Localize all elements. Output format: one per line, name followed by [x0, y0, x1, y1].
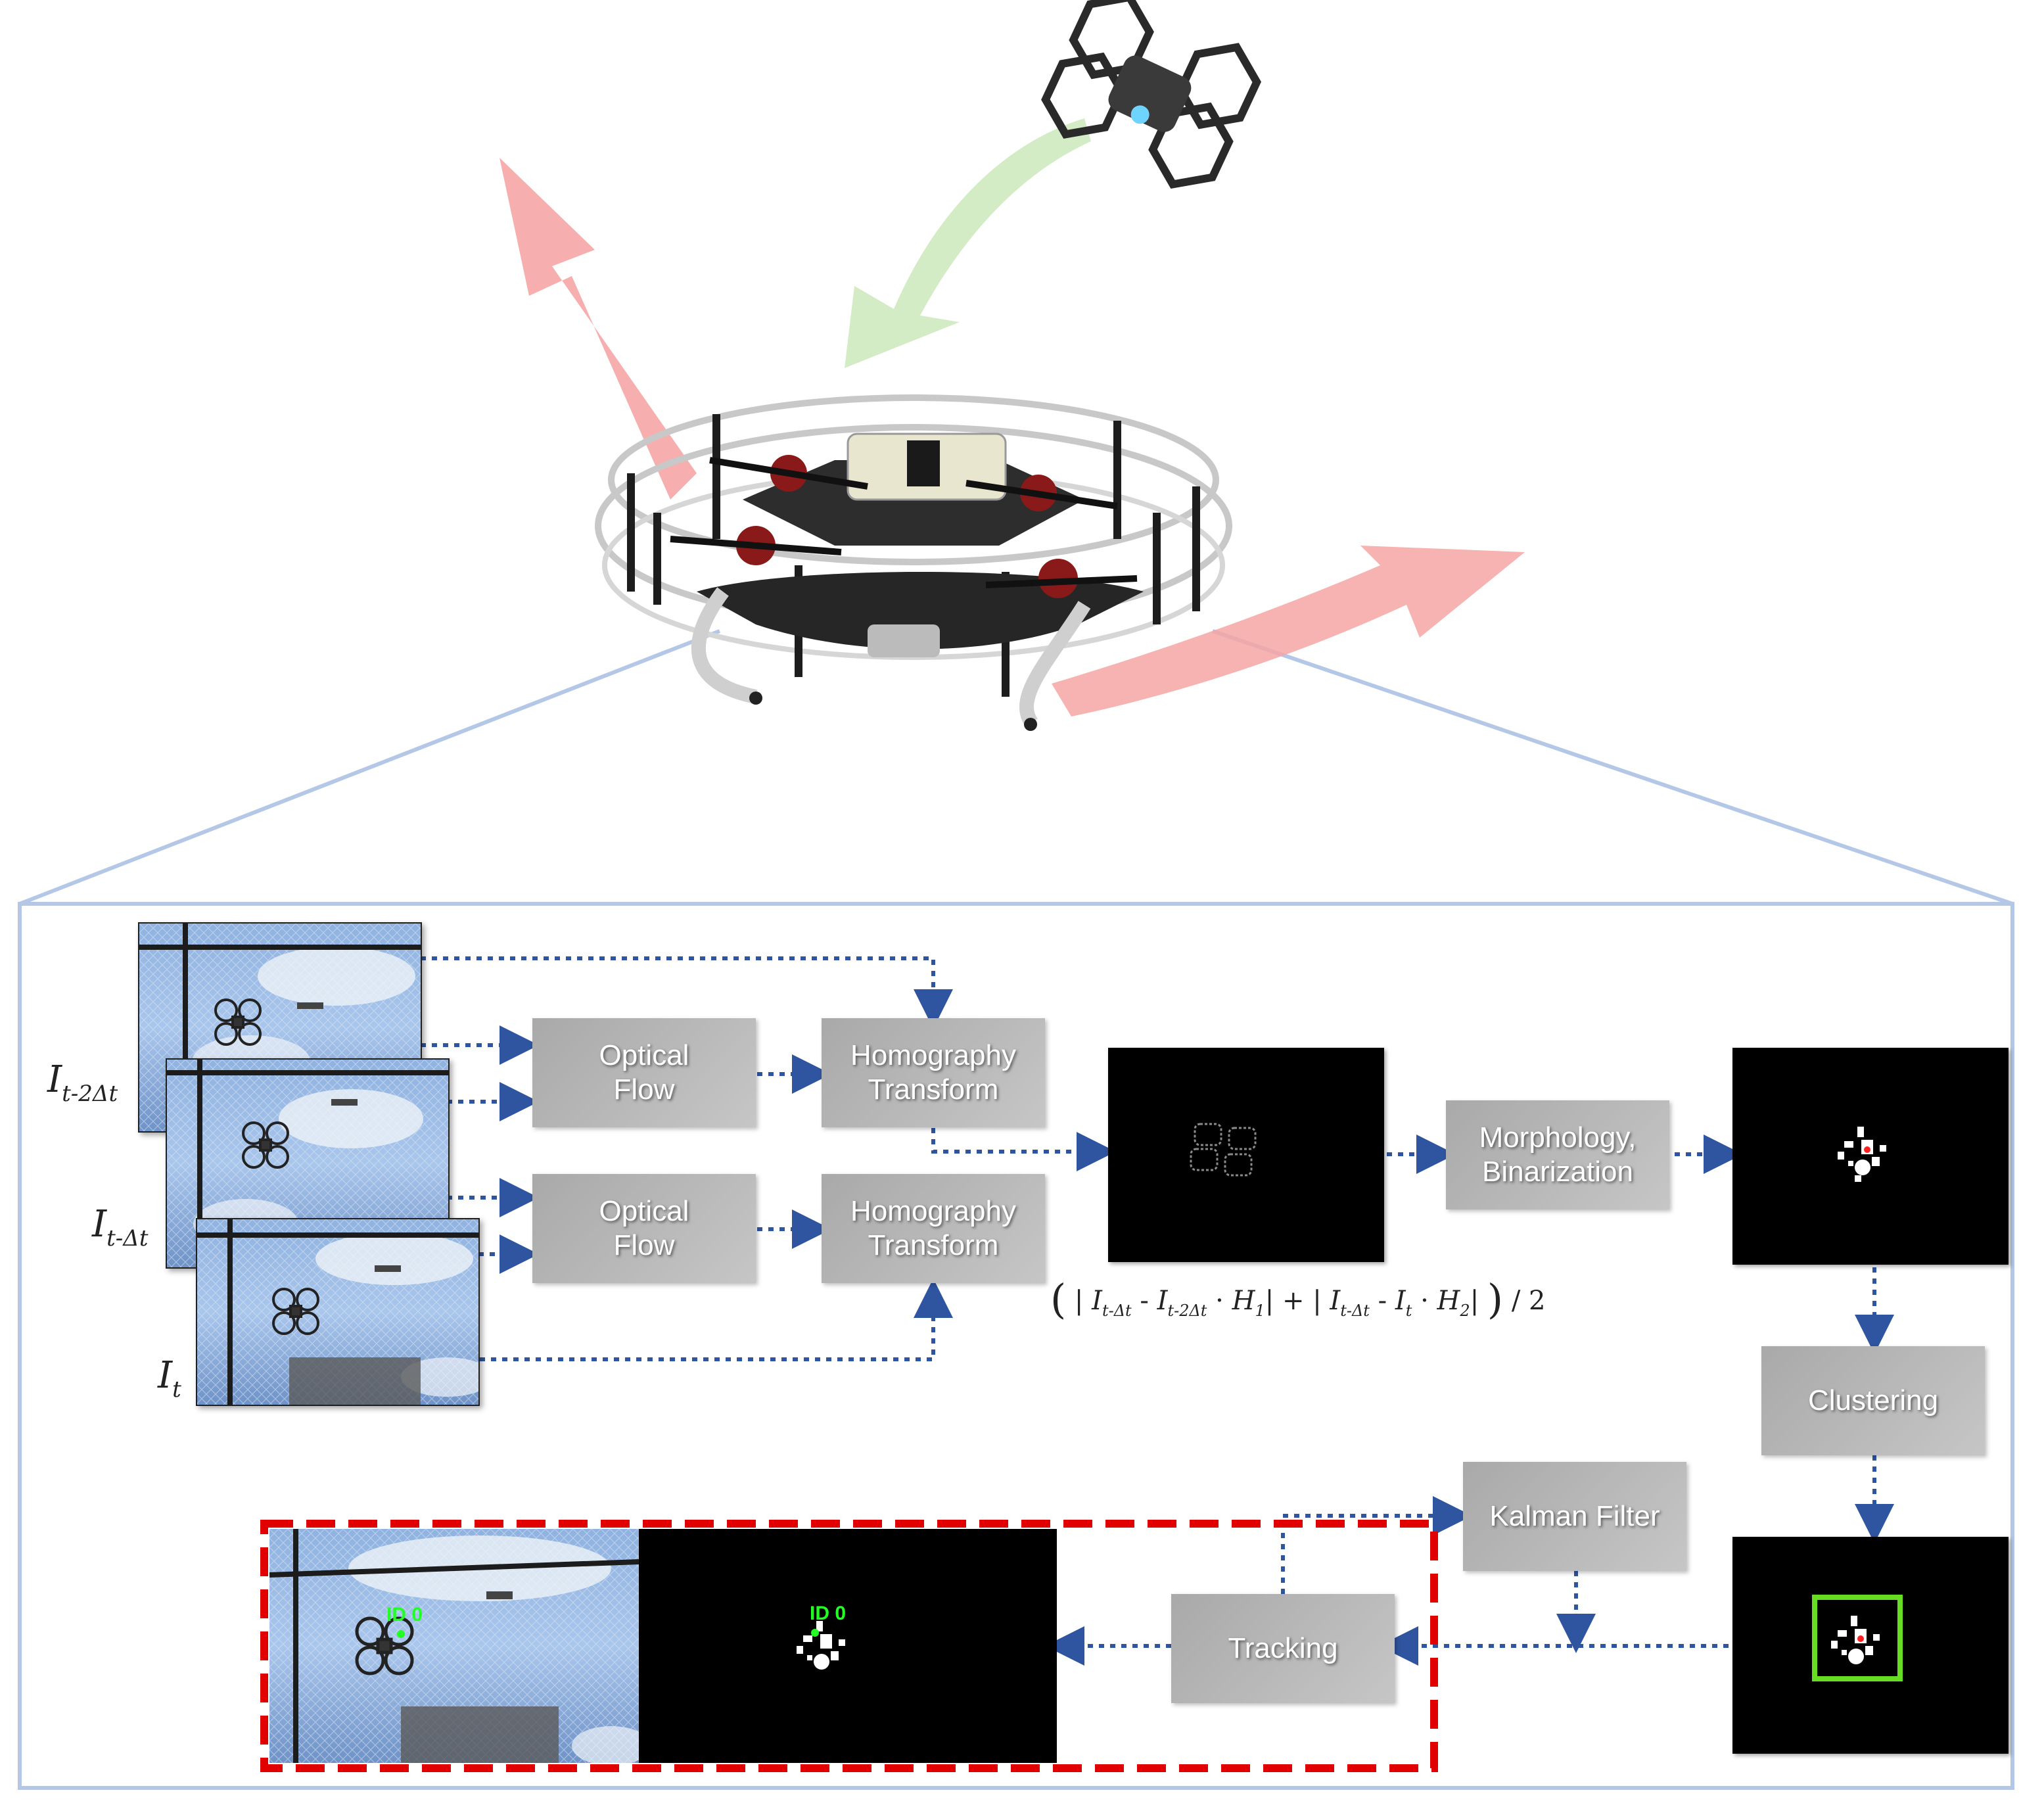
pipeline-arrows: [421, 956, 1894, 1666]
push-arrow-left: [499, 158, 697, 500]
kalman-filter-box: Kalman Filter: [1463, 1462, 1686, 1571]
difference-image: [1108, 1048, 1384, 1262]
homography-box-1: Homography Transform: [822, 1018, 1045, 1127]
homography-1-line2: Transform: [868, 1073, 999, 1106]
optical-flow-box-1: Optical Flow: [532, 1018, 756, 1127]
tracking-label: Tracking: [1228, 1632, 1338, 1664]
target-drone: [1041, 0, 1261, 189]
clustering-box: Clustering: [1761, 1346, 1985, 1455]
homography-box-2: Homography Transform: [822, 1174, 1045, 1283]
label-frame-t: It: [158, 1354, 181, 1403]
approach-arrow: [845, 118, 1091, 368]
difference-drone-outline: [1190, 1123, 1257, 1177]
homography-2-line1: Homography: [850, 1195, 1016, 1227]
tracking-box: Tracking: [1171, 1594, 1395, 1703]
cluster-bbox: [1812, 1595, 1903, 1681]
label-frame-t-dt: It-Δt: [92, 1203, 149, 1252]
output-id-tag-binary: ID 0: [810, 1603, 847, 1624]
output-id-tag-camera: ID 0: [386, 1604, 423, 1626]
main-drone: [595, 394, 1232, 731]
output-binary-image: [639, 1529, 1057, 1763]
output-frame: [260, 1520, 1438, 1772]
zoom-frame: [18, 902, 2014, 1790]
homography-1-line1: Homography: [850, 1039, 1016, 1071]
optical-flow-2-line1: Optical: [599, 1195, 689, 1227]
morphology-line2: Binarization: [1482, 1156, 1633, 1188]
morphology-line1: Morphology,: [1479, 1121, 1637, 1154]
label-frame-t-2dt: It-2Δt: [47, 1058, 118, 1107]
difference-formula: ( | It-Δt - It-2Δt · H1| + | It-Δt - It …: [1050, 1275, 1546, 1323]
zoom-line-left: [18, 629, 721, 906]
kalman-filter-label: Kalman Filter: [1489, 1500, 1660, 1532]
push-arrow-right: [1052, 546, 1525, 716]
frame-t: [196, 1218, 480, 1406]
binary-image: [1732, 1048, 2009, 1265]
morphology-box: Morphology, Binarization: [1446, 1100, 1669, 1209]
cluster-image: [1732, 1537, 2009, 1754]
output-camera-image: [269, 1529, 639, 1763]
binary-blobs: [1838, 1127, 1886, 1182]
optical-flow-2-line2: Flow: [613, 1229, 675, 1261]
homography-2-line2: Transform: [868, 1229, 999, 1261]
zoom-line-right: [1212, 629, 2013, 906]
cluster-blobs: [1812, 1595, 1903, 1681]
optical-flow-1-line2: Flow: [613, 1073, 675, 1106]
output-blobs: [797, 1621, 845, 1670]
optical-flow-1-line1: Optical: [599, 1039, 689, 1071]
clustering-label: Clustering: [1807, 1384, 1939, 1417]
optical-flow-box-2: Optical Flow: [532, 1174, 756, 1283]
